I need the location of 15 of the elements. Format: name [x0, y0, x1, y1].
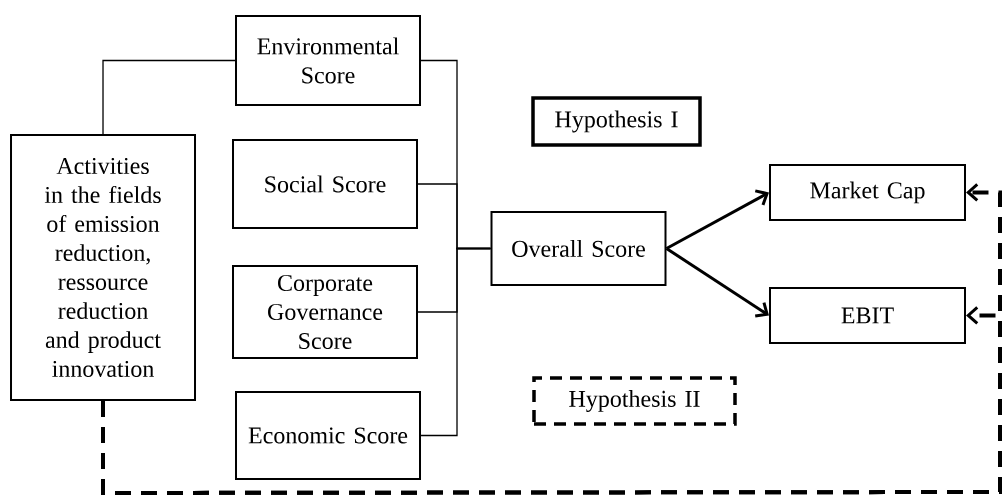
- legend-box: Hypothesis I: [531, 96, 702, 147]
- process-box: Market Cap: [769, 164, 966, 221]
- process-box: Economic Score: [235, 391, 421, 480]
- connector: [102, 59, 236, 135]
- legend-box: Hypothesis II: [532, 376, 737, 426]
- process-box: Environmental Score: [235, 15, 421, 106]
- process-box: Overall Score: [490, 211, 667, 286]
- process-box: Activities in the fields of emission reduction, ressource reduction and product innovation: [10, 134, 196, 401]
- connector: [665, 189, 769, 250]
- process-box: EBIT: [769, 287, 966, 344]
- process-box: Corporate Governance Score: [232, 265, 418, 359]
- connector: [101, 306, 1002, 495]
- connector: [420, 247, 492, 437]
- connector: [665, 247, 769, 318]
- process-box: Social Score: [232, 139, 418, 229]
